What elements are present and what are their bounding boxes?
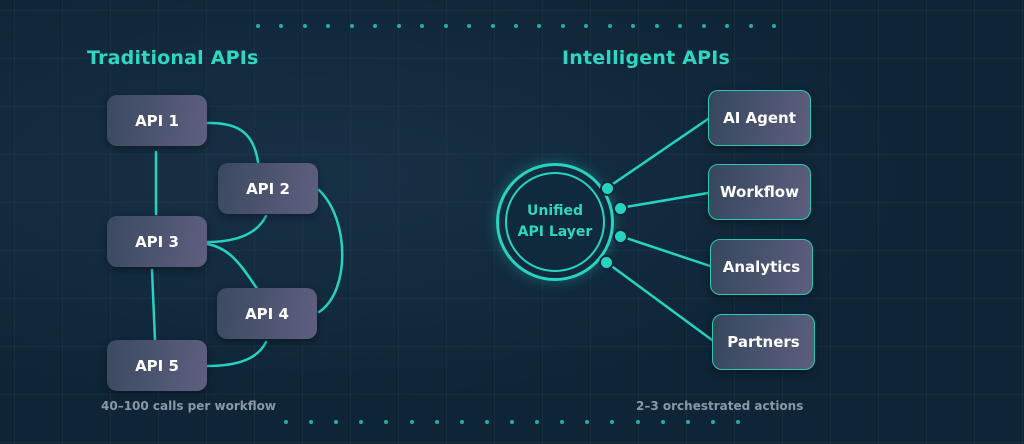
api-3-label: API 3 (135, 232, 179, 251)
decorative-dot (409, 420, 414, 424)
decorative-dot (535, 420, 540, 424)
decorative-dot (631, 24, 636, 28)
decorative-dot (434, 420, 439, 424)
decorative-dot (660, 420, 665, 424)
hub-label: Unified API Layer (505, 172, 605, 272)
decorative-dot (509, 420, 514, 424)
decorative-dot (302, 24, 307, 28)
api-2-node: API 2 (218, 163, 318, 214)
decorative-dot (701, 24, 706, 28)
decorative-dot (585, 420, 590, 424)
decorative-dot (635, 420, 640, 424)
traditional-apis-title: Traditional APIs (87, 47, 259, 69)
decorative-dot (334, 420, 339, 424)
decorative-dot (279, 24, 284, 28)
decorative-dots-top (256, 24, 776, 28)
decorative-dot (735, 420, 740, 424)
decorative-dot (443, 24, 448, 28)
link-api1-api2 (205, 121, 260, 164)
link-hub-ai-agent (605, 117, 710, 190)
api-3-node: API 3 (107, 216, 207, 267)
hub-connector-dot (599, 255, 614, 270)
decorative-dot (560, 420, 565, 424)
link-api2-api4 (317, 188, 344, 314)
decorative-dot (484, 420, 489, 424)
decorative-dot (459, 420, 464, 424)
decorative-dot (607, 24, 612, 28)
decorative-dot (309, 420, 314, 424)
workflow-label: Workflow (720, 183, 799, 201)
decorative-dot (359, 420, 364, 424)
decorative-dot (256, 24, 260, 28)
decorative-dot (420, 24, 425, 28)
link-api3-api4 (205, 242, 260, 292)
workflow-node: Workflow (708, 164, 811, 220)
decorative-dot (513, 24, 518, 28)
link-api5-api4 (204, 340, 268, 368)
decorative-dot (373, 24, 378, 28)
decorative-dot (560, 24, 565, 28)
partners-label: Partners (727, 333, 800, 351)
traditional-caption: 40–100 calls per workflow (101, 399, 276, 413)
decorative-dot (725, 24, 730, 28)
link-api3-api5 (150, 268, 157, 342)
ai-agent-label: AI Agent (723, 109, 796, 127)
decorative-dot (685, 420, 690, 424)
decorative-dot (710, 420, 715, 424)
decorative-dot (748, 24, 753, 28)
link-api3-api2 (205, 214, 268, 244)
decorative-dot (610, 420, 615, 424)
api-1-node: API 1 (107, 95, 207, 146)
api-5-label: API 5 (135, 356, 179, 375)
decorative-dot (537, 24, 542, 28)
decorative-dot (654, 24, 659, 28)
api-2-label: API 2 (246, 179, 290, 198)
decorative-dot (384, 420, 389, 424)
api-1-label: API 1 (135, 111, 179, 130)
api-4-node: API 4 (217, 288, 317, 339)
hub-connector-dot (613, 229, 628, 244)
intelligent-caption: 2–3 orchestrated actions (636, 399, 804, 413)
api-4-label: API 4 (245, 304, 289, 323)
intelligent-apis-title: Intelligent APIs (562, 47, 731, 69)
api-5-node: API 5 (107, 340, 207, 391)
hub-connector-dot (600, 181, 615, 196)
decorative-dots-bottom (284, 420, 740, 424)
decorative-dot (349, 24, 354, 28)
partners-node: Partners (712, 314, 815, 370)
decorative-dot (490, 24, 495, 28)
decorative-dot (771, 24, 776, 28)
decorative-dot (467, 24, 472, 28)
link-hub-partners (604, 260, 714, 342)
hub-connector-dot (613, 201, 628, 216)
analytics-label: Analytics (722, 258, 801, 276)
link-hub-analytics (618, 234, 712, 268)
decorative-dot (284, 420, 288, 424)
unified-api-layer-hub: Unified API Layer (496, 163, 614, 281)
link-hub-workflow (618, 191, 710, 210)
decorative-dot (326, 24, 331, 28)
decorative-dot (678, 24, 683, 28)
analytics-node: Analytics (710, 239, 813, 295)
decorative-dot (584, 24, 589, 28)
decorative-dot (396, 24, 401, 28)
ai-agent-node: AI Agent (708, 90, 811, 146)
